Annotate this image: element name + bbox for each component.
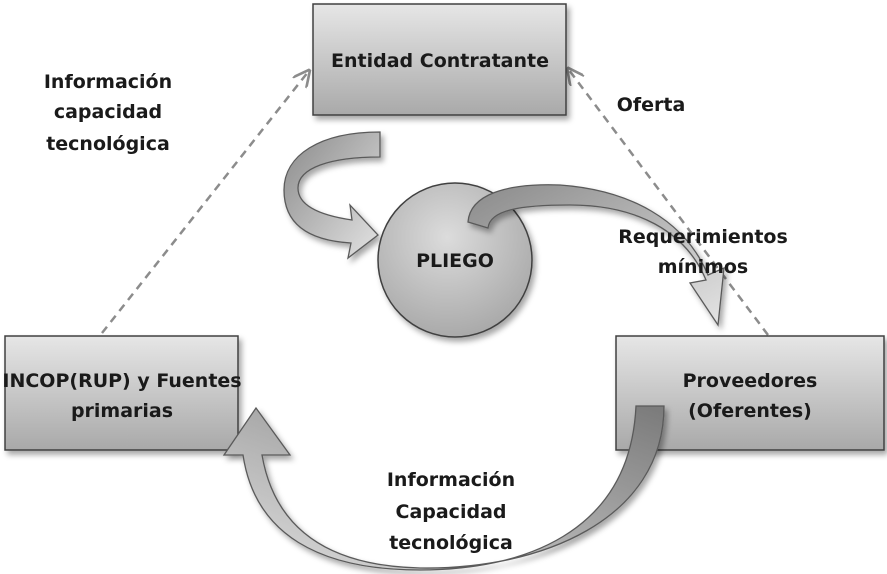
curved-arrow-entidad-to-pliego [283, 131, 381, 260]
incop-label-line2: primarias [71, 400, 173, 422]
info-bottom-line1: Información [387, 469, 515, 491]
big-curved-arrow-proveedores-to-incop [222, 405, 665, 571]
proveedores-label-line2: (Oferentes) [688, 400, 812, 422]
requerimientos-line1: Requerimientos [618, 226, 788, 248]
entidad-contratante-node: Entidad Contratante [312, 3, 567, 116]
info-left-line2: capacidad [54, 101, 162, 123]
oferta-label: Oferta [617, 94, 686, 116]
info-bottom-line3: tecnológica [389, 532, 513, 554]
info-left-line3: tecnológica [46, 133, 170, 155]
proveedores-label-line1: Proveedores [683, 370, 818, 392]
info-capacidad-left-label: Información capacidad tecnológica [44, 71, 172, 155]
requerimientos-line2: mínimos [658, 256, 749, 278]
incop-label-line1: INCOP(RUP) y Fuentes [2, 370, 241, 392]
requerimientos-label: Requerimientos mínimos [618, 226, 788, 278]
info-left-line1: Información [44, 71, 172, 93]
pliego-label: PLIEGO [416, 250, 494, 272]
info-capacidad-bottom-label: Información Capacidad tecnológica [387, 469, 515, 554]
incop-node: INCOP(RUP) y Fuentes primarias [2, 335, 242, 451]
pliego-node: PLIEGO [377, 182, 533, 338]
curved-arrow-pliego-to-proveedores [467, 184, 725, 327]
entidad-contratante-label: Entidad Contratante [331, 50, 549, 72]
info-bottom-line2: Capacidad [396, 501, 507, 523]
